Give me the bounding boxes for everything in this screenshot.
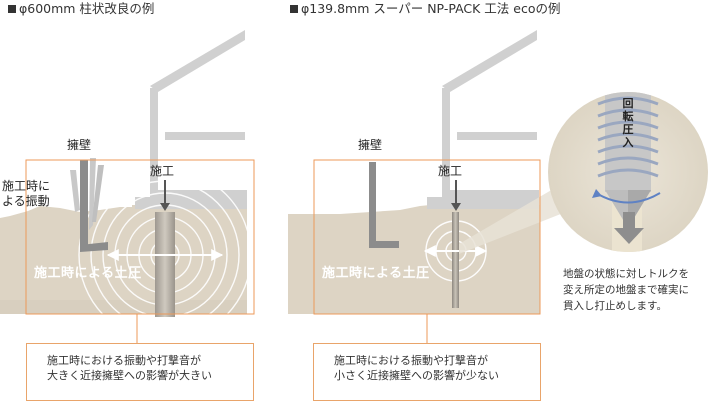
zoom-cone [459,185,576,254]
house-left [135,30,247,209]
retaining-wall-label-right: 擁壁 [358,138,383,152]
rotation-char-3: 圧 [622,123,634,136]
title-bullet-right [290,5,298,13]
retaining-wall-label-left: 擁壁 [67,138,92,152]
rotation-char-2: 転 [622,110,634,123]
pile-left [155,212,175,317]
note-right-line2: 小さく近接擁壁への影響が少ない [334,369,499,382]
title-right: φ139.8mm スーパー NP-PACK 工法 ecoの例 [301,1,561,16]
pile-right [452,212,459,308]
magnifier [548,92,708,252]
rotation-label: 回 転 圧 入 [622,97,634,149]
retaining-wall-left [70,158,108,252]
earth-pressure-label-left: 施工時による土圧 [34,266,142,281]
note-left-line2: 大きく近接擁壁への影響が大きい [47,369,212,382]
note-left-line1: 施工時における振動や打撃音が [47,354,201,367]
retaining-wall-right [369,162,399,248]
soil-right [288,205,540,314]
rotation-char-4: 入 [622,136,634,149]
note-right-line1: 施工時における振動や打撃音が [334,354,488,367]
explanation-line1: 地盤の状態に対しトルクを [563,268,689,280]
explanation-line2: 変え所定の地盤まで確実に [563,284,689,296]
vibration-label-line1: 施工時に [2,179,51,193]
vibration-label-line2: よる振動 [2,194,50,208]
frame-left [25,159,255,315]
house-right [427,30,539,209]
note-box-left: 施工時における振動や打撃音が 大きく近接擁壁への影響が大きい [26,343,254,401]
rotation-char-1: 回 [622,97,634,110]
construction-label-left: 施工 [150,164,175,178]
title-left: φ600mm 柱状改良の例 [19,1,155,16]
construction-label-right: 施工 [438,164,463,178]
earth-pressure-label-right: 施工時による土圧 [322,266,430,281]
explanation-line3: 貫入し打止めします。 [563,300,667,312]
note-box-right: 施工時における振動や打撃音が 小さく近接擁壁への影響が少ない [313,343,541,401]
title-bullet-left [8,5,16,13]
